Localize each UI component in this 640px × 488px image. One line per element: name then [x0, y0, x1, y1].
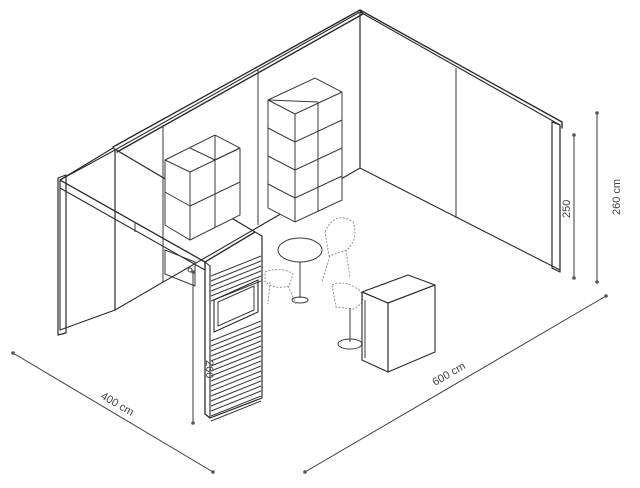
counter-slat [210, 375, 262, 397]
counter-slat [210, 395, 262, 417]
counter-slat [210, 385, 262, 407]
bar-stool [331, 282, 364, 350]
counter-slat [210, 320, 262, 342]
counter-slats [210, 255, 262, 422]
counter-slat [210, 330, 262, 352]
counter-slat [210, 355, 262, 377]
counter-slat [210, 325, 262, 347]
counter-slat [210, 360, 262, 382]
counter-box [164, 249, 196, 287]
counter-slat [210, 270, 262, 292]
counter-slat [210, 255, 262, 277]
back-wall-right [359, 11, 561, 271]
counter-slat [210, 365, 262, 387]
shelf-unit-left [164, 134, 241, 241]
left-side-wall [59, 149, 116, 331]
counter-slat [210, 345, 262, 367]
counter-slat [210, 390, 262, 412]
display-cabinet [361, 274, 436, 373]
dimension-inner-wall: 250 [561, 133, 576, 280]
counter-slat [210, 275, 262, 297]
counter-slat [210, 335, 262, 357]
inner-wall-label: 250 [561, 200, 573, 218]
reception-counter [204, 231, 263, 422]
dimension-counter-height: 260 [191, 270, 215, 425]
counter-slat [210, 380, 262, 402]
dimension-depth: 400 cm [11, 351, 215, 474]
round-table [277, 237, 323, 304]
counter-slat [210, 340, 262, 362]
chair-1 [321, 217, 356, 283]
booth-walls [57, 9, 563, 336]
dimension-height: 260 cm [595, 111, 623, 284]
counter-slat [210, 260, 262, 282]
height-label: 260 cm [611, 179, 623, 215]
width-label: 600 cm [431, 360, 468, 388]
counter-slat [210, 370, 262, 392]
counter-logo-panel [213, 279, 259, 333]
counter-slat [210, 400, 262, 422]
counter-height-label: 260 [203, 360, 215, 378]
counter-slat [210, 350, 262, 372]
shelf-unit-right [267, 77, 343, 223]
dimension-width: 600 cm [303, 294, 608, 474]
counter-slat [210, 265, 262, 287]
chair-2 [264, 269, 297, 305]
